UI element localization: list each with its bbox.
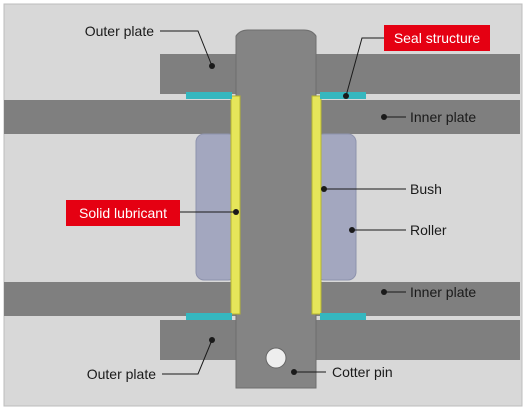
outer-plate-bottom-label: Outer plate <box>87 366 156 382</box>
seal-top-left-shape <box>186 92 232 99</box>
pin-shape <box>235 29 317 389</box>
outer-plate-bottom-shape <box>160 320 520 360</box>
inner-plate-bottom-label: Inner plate <box>410 284 476 300</box>
bush-label: Bush <box>410 181 442 197</box>
seal-bottom-right-shape <box>320 313 366 320</box>
outer-plate-top-shape <box>160 54 520 94</box>
leader-dots <box>209 63 387 375</box>
roller-left-shape <box>195 133 237 281</box>
roller-label: Roller <box>410 222 447 238</box>
lubricant-left-shape <box>230 95 241 315</box>
leader-lines <box>160 30 406 375</box>
outer-plate-top-label: Outer plate <box>85 23 154 39</box>
lubricant-right-shape <box>311 95 322 315</box>
cotter-pin-hole <box>265 347 287 369</box>
seal-bottom-left-shape <box>186 313 232 320</box>
seal-structure-callout-box <box>384 25 490 51</box>
cotter-pin-label: Cotter pin <box>332 364 393 380</box>
inner-plate-top-label: Inner plate <box>410 109 476 125</box>
roller-right-shape <box>315 133 357 281</box>
solid-lubricant-callout-box <box>66 200 180 226</box>
solid-lubricant-label: Solid lubricant <box>79 205 167 221</box>
seal-structure-label: Seal structure <box>394 30 481 46</box>
seal-top-right-shape <box>320 92 366 99</box>
